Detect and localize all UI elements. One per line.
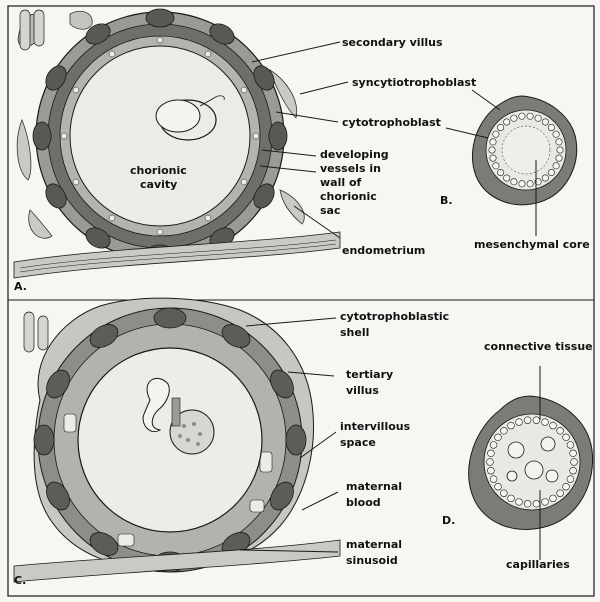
trophoblast-cell [519,181,525,187]
trophoblast-cell [495,434,502,441]
label-developing-vessels-line-3: wall of [320,176,362,189]
trophoblast-cell [542,175,548,181]
trophoblast-cell [550,495,557,502]
trophoblast-cell [527,113,533,119]
trophoblast-cell [511,115,517,121]
trophoblast-cell [490,476,497,483]
trophoblast-cell [556,155,562,161]
trophoblast-cell [490,139,496,145]
trophoblast-cell [508,422,515,429]
trophoblast-cell [490,155,496,161]
label-tertiary-villus-line-1: tertiary [346,368,393,381]
trophoblast-cell [524,500,531,507]
trophoblast-cell [508,495,515,502]
panel-c-drawing [14,298,340,582]
trophoblast-cell [567,442,574,449]
label-chorionic-cavity-line-2: cavity [140,178,177,191]
trophoblast-cell [542,119,548,125]
trophoblast-cell [501,490,508,497]
label-chorionic-cavity-line-1: chorionic [130,164,187,177]
label-tertiary-villus-line-2: villus [346,384,379,397]
trophoblast-cell [495,483,502,490]
panel-a-drawing [14,9,348,278]
label-developing-vessels-line-4: chorionic [320,190,377,203]
trophoblast-cell [527,181,533,187]
trophoblast-cell [548,169,554,175]
trophoblast-cell [550,422,557,429]
label-capillaries: capillaries [506,558,570,571]
label-endometrium: endometrium [342,244,425,257]
trophoblast-cell [501,427,508,434]
trophoblast-cell [557,147,563,153]
trophoblast-cell [570,450,577,457]
trophoblast-cell [516,499,523,506]
label-mesenchymal-core: mesenchymal core [474,238,590,251]
trophoblast-cell [553,131,559,137]
trophoblast-cell [504,175,510,181]
trophoblast-cell [511,179,517,185]
trophoblast-cell [533,417,540,424]
label-developing-vessels-line-5: sac [320,204,341,217]
panel-letter-d: D. [442,514,455,527]
trophoblast-cell [497,169,503,175]
trophoblast-cell [557,490,564,497]
trophoblast-cell [497,124,503,130]
trophoblast-cell [542,419,549,426]
label-maternal-blood-line-1: maternal [346,480,402,493]
label-developing-vessels-line-2: vessels in [320,162,381,175]
trophoblast-cell [490,442,497,449]
label-cytotrophoblastic-shell-line-1: cytotrophoblastic [340,310,449,323]
trophoblast-cell [489,147,495,153]
trophoblast-cell [571,459,578,466]
label-connective-tissue: connective tissue [484,340,593,353]
panel-d-villus-cross-section [469,366,593,560]
trophoblast-cell [556,139,562,145]
trophoblast-cell [487,459,494,466]
trophoblast-cell [542,499,549,506]
label-syncytiotrophoblast: syncytiotrophoblast [352,76,476,89]
label-maternal-sinusoid-line-2: sinusoid [346,554,398,567]
trophoblast-cell [548,124,554,130]
label-cytotrophoblastic-shell-line-2: shell [340,326,369,339]
trophoblast-cell [563,483,570,490]
trophoblast-cell [493,163,499,169]
trophoblast-cell [493,131,499,137]
panel-letter-a: A. [14,280,27,293]
label-maternal-blood-line-2: blood [346,496,381,509]
trophoblast-cell [557,427,564,434]
label-developing-vessels-line-1: developing [320,148,389,161]
trophoblast-cell [488,450,495,457]
label-intervillous-space-line-1: intervillous [340,420,411,433]
label-intervillous-space-line-2: space [340,436,376,449]
trophoblast-cell [504,119,510,125]
label-secondary-villus: secondary villus [342,36,443,49]
trophoblast-cell [553,163,559,169]
trophoblast-cell [563,434,570,441]
panel-letter-c: C. [14,574,26,587]
trophoblast-cell [567,476,574,483]
label-cytotrophoblast: cytotrophoblast [342,116,441,129]
label-maternal-sinusoid-line-1: maternal [346,538,402,551]
panel-b-villus-cross-section [446,90,577,236]
trophoblast-cell [570,467,577,474]
trophoblast-cell [488,467,495,474]
trophoblast-cell [535,115,541,121]
trophoblast-cell [519,113,525,119]
trophoblast-cell [524,417,531,424]
panel-letter-b: B. [440,194,453,207]
trophoblast-cell [516,419,523,426]
trophoblast-cell [533,500,540,507]
